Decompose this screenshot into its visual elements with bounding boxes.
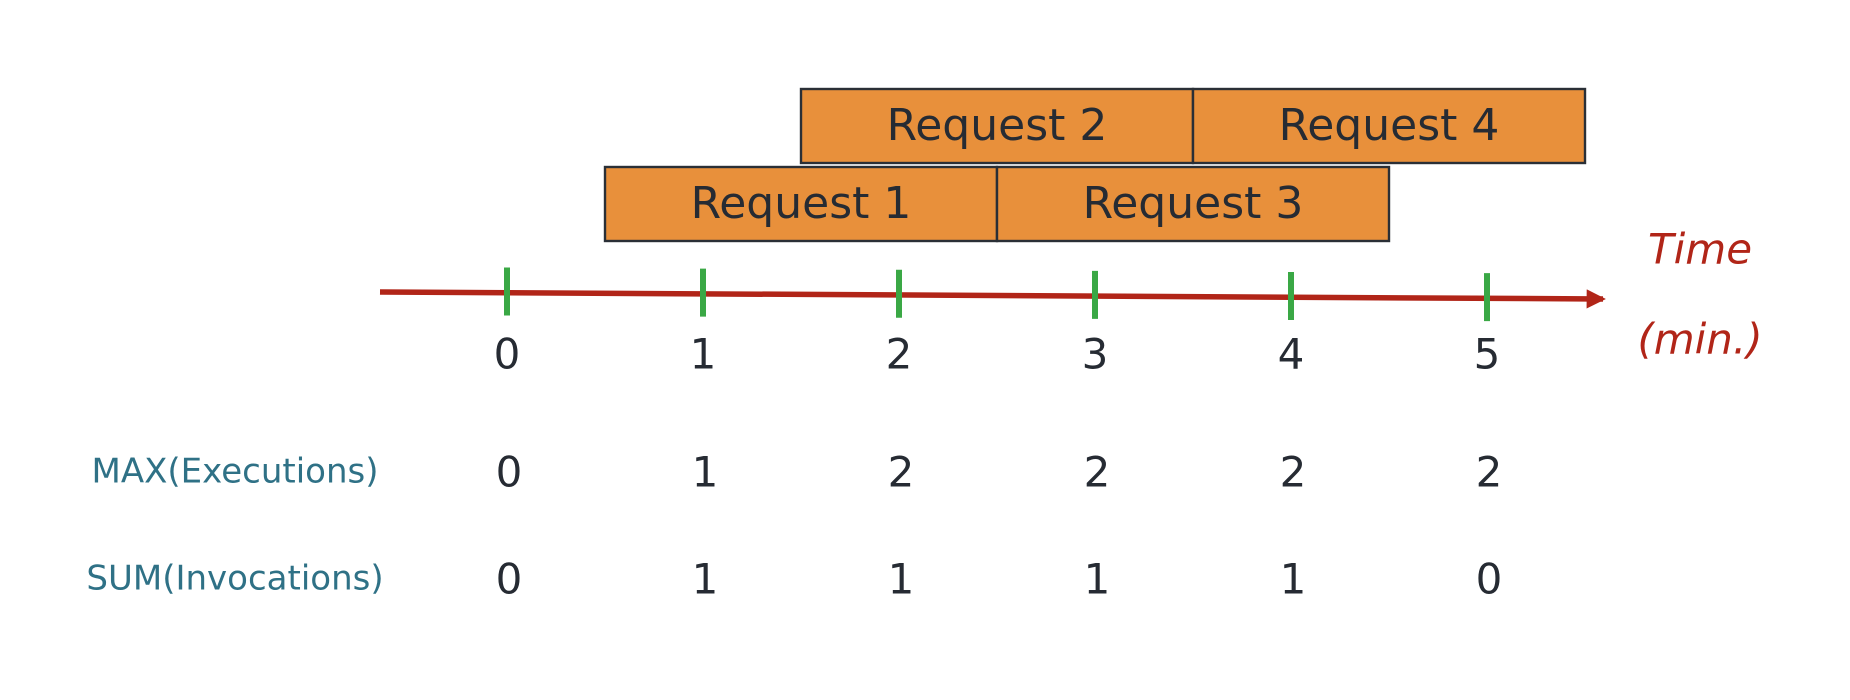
request-3-label: Request 3 [1083,178,1304,229]
request-4-label: Request 4 [1279,100,1500,151]
sum-invocations-value-3: 1 [1084,555,1111,604]
sum-invocations-value-4: 1 [1280,555,1307,604]
request-4-bar [1191,87,1587,165]
max-executions-value-5: 2 [1476,448,1503,497]
sum-invocations-value-1: 1 [692,555,719,604]
request-1-bar [603,165,999,243]
time-axis: Time (min.) [379,225,1763,364]
tick-label-2: 2 [886,330,913,379]
axis-title-time: Time [1648,225,1752,274]
request-2-box: Request 2 [799,87,1195,165]
sum-invocations-value-2: 1 [888,555,915,604]
max-executions-value-2: 2 [888,448,915,497]
tick-labels: 0 1 2 3 4 5 [494,330,1501,379]
tick-label-1: 1 [690,330,717,379]
time-axis-line [379,289,1606,309]
max-executions-value-0: 0 [496,448,523,497]
metric-label-max-executions: MAX(Executions) [92,452,379,492]
request-boxes: Request 1 Request 3 Request 2 Request 4 [603,87,1587,243]
metric-label-sum-invocations: SUM(Invocations) [86,559,383,599]
request-3-box: Request 3 [995,165,1391,243]
axis-title-unit: (min.) [1637,315,1762,364]
metric-row-max-executions: MAX(Executions) 0 1 2 2 2 2 [92,448,1503,497]
max-executions-value-1: 1 [692,448,719,497]
axis-ticks [504,267,1490,322]
sum-invocations-value-5: 0 [1476,555,1503,604]
tick-label-3: 3 [1082,330,1109,379]
request-3-bar [995,165,1391,243]
request-2-bar [799,87,1195,165]
request-1-box: Request 1 [603,165,999,243]
request-1-label: Request 1 [691,178,912,229]
tick-label-4: 4 [1278,330,1305,379]
sum-invocations-value-0: 0 [496,555,523,604]
max-executions-value-4: 2 [1280,448,1307,497]
max-executions-value-3: 2 [1084,448,1111,497]
tick-label-5: 5 [1474,330,1501,379]
tick-label-0: 0 [494,330,521,379]
request-4-box: Request 4 [1191,87,1587,165]
request-2-label: Request 2 [887,100,1108,151]
metric-row-sum-invocations: SUM(Invocations) 0 1 1 1 1 0 [86,555,1502,604]
